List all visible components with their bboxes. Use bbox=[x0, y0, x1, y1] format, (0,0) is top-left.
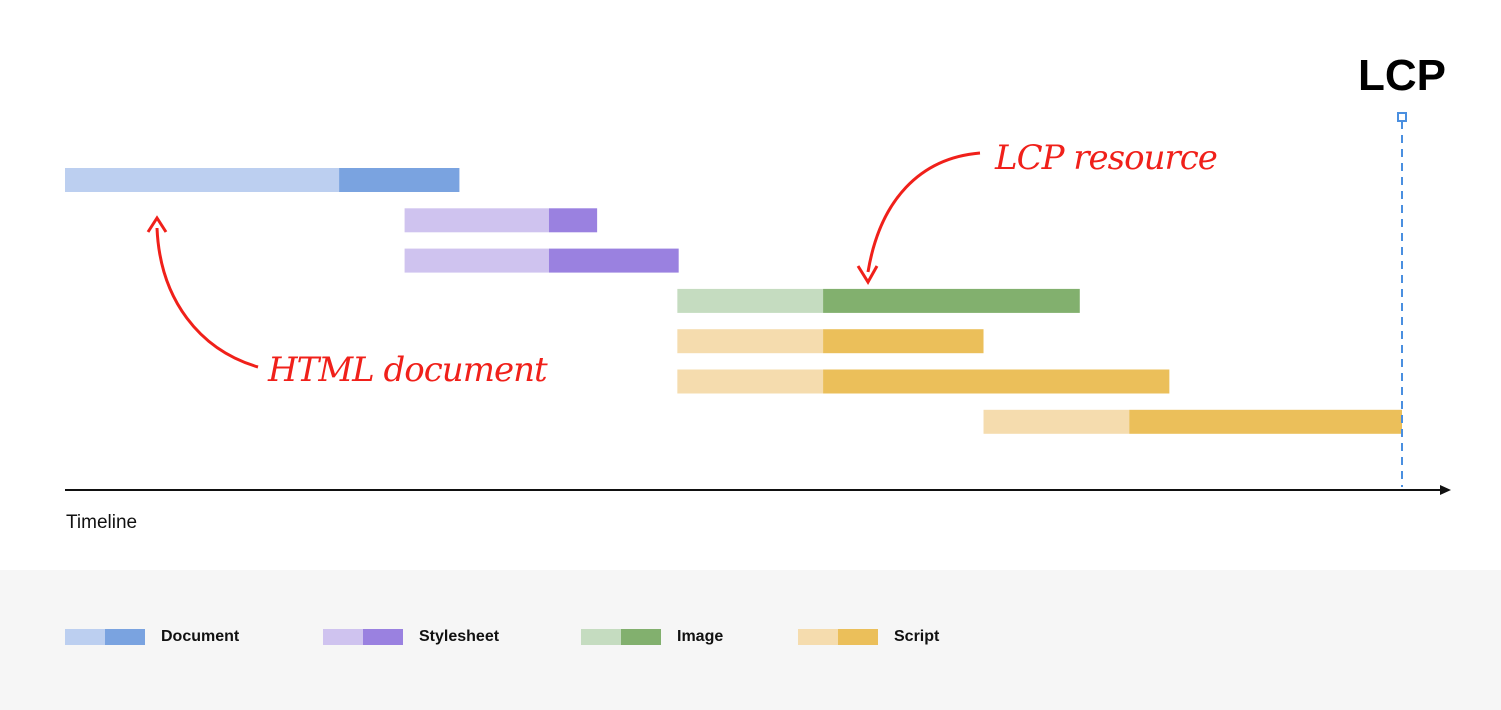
script-bar-download bbox=[823, 329, 984, 354]
legend: Document Stylesheet Image Script bbox=[0, 570, 1501, 710]
image-bar-wait bbox=[677, 288, 824, 313]
annotation-lcp-resource: LCP resource bbox=[995, 138, 1218, 178]
legend-swatch bbox=[621, 629, 661, 645]
legend-item-script: Script bbox=[798, 628, 939, 646]
legend-swatch bbox=[323, 629, 363, 645]
image-bar-download bbox=[823, 288, 1080, 313]
legend-swatch bbox=[581, 629, 621, 645]
lcp-marker-handle bbox=[1397, 112, 1407, 122]
legend-swatch bbox=[65, 629, 105, 645]
document-bar-wait bbox=[65, 168, 340, 192]
legend-swatch bbox=[105, 629, 145, 645]
script-bar-wait bbox=[677, 329, 824, 354]
stylesheet-bar-wait bbox=[404, 248, 549, 273]
script-bar-download bbox=[1129, 409, 1402, 434]
arrowhead-icon bbox=[146, 215, 168, 233]
axis-arrow-icon bbox=[1440, 485, 1451, 495]
stylesheet-bar-wait bbox=[404, 208, 549, 233]
lcp-resource-arrow-icon bbox=[866, 151, 981, 273]
legend-item-stylesheet: Stylesheet bbox=[323, 628, 499, 646]
script-bar-wait bbox=[983, 409, 1130, 434]
legend-label: Document bbox=[161, 628, 240, 645]
legend-swatch bbox=[798, 629, 838, 645]
legend-item-document: Document bbox=[65, 628, 239, 646]
stylesheet-bar-download bbox=[548, 248, 679, 273]
legend-swatch bbox=[838, 629, 878, 645]
legend-item-image: Image bbox=[581, 628, 723, 646]
axis-label: Timeline bbox=[66, 512, 137, 533]
waterfall-chart: Timeline LCP bbox=[65, 51, 1451, 533]
stylesheet-bar-download bbox=[548, 208, 598, 233]
script-bar-download bbox=[823, 369, 1170, 394]
html-document-arrow-icon bbox=[155, 227, 259, 369]
arrowhead-icon bbox=[856, 265, 879, 285]
legend-label: Stylesheet bbox=[419, 628, 500, 645]
legend-label: Image bbox=[677, 628, 724, 645]
legend-swatch bbox=[363, 629, 403, 645]
legend-label: Script bbox=[894, 628, 940, 645]
lcp-label: LCP bbox=[1358, 51, 1446, 100]
script-bar-wait bbox=[677, 369, 824, 394]
annotation-html-document: HTML document bbox=[268, 350, 548, 390]
document-bar-download bbox=[339, 168, 460, 192]
